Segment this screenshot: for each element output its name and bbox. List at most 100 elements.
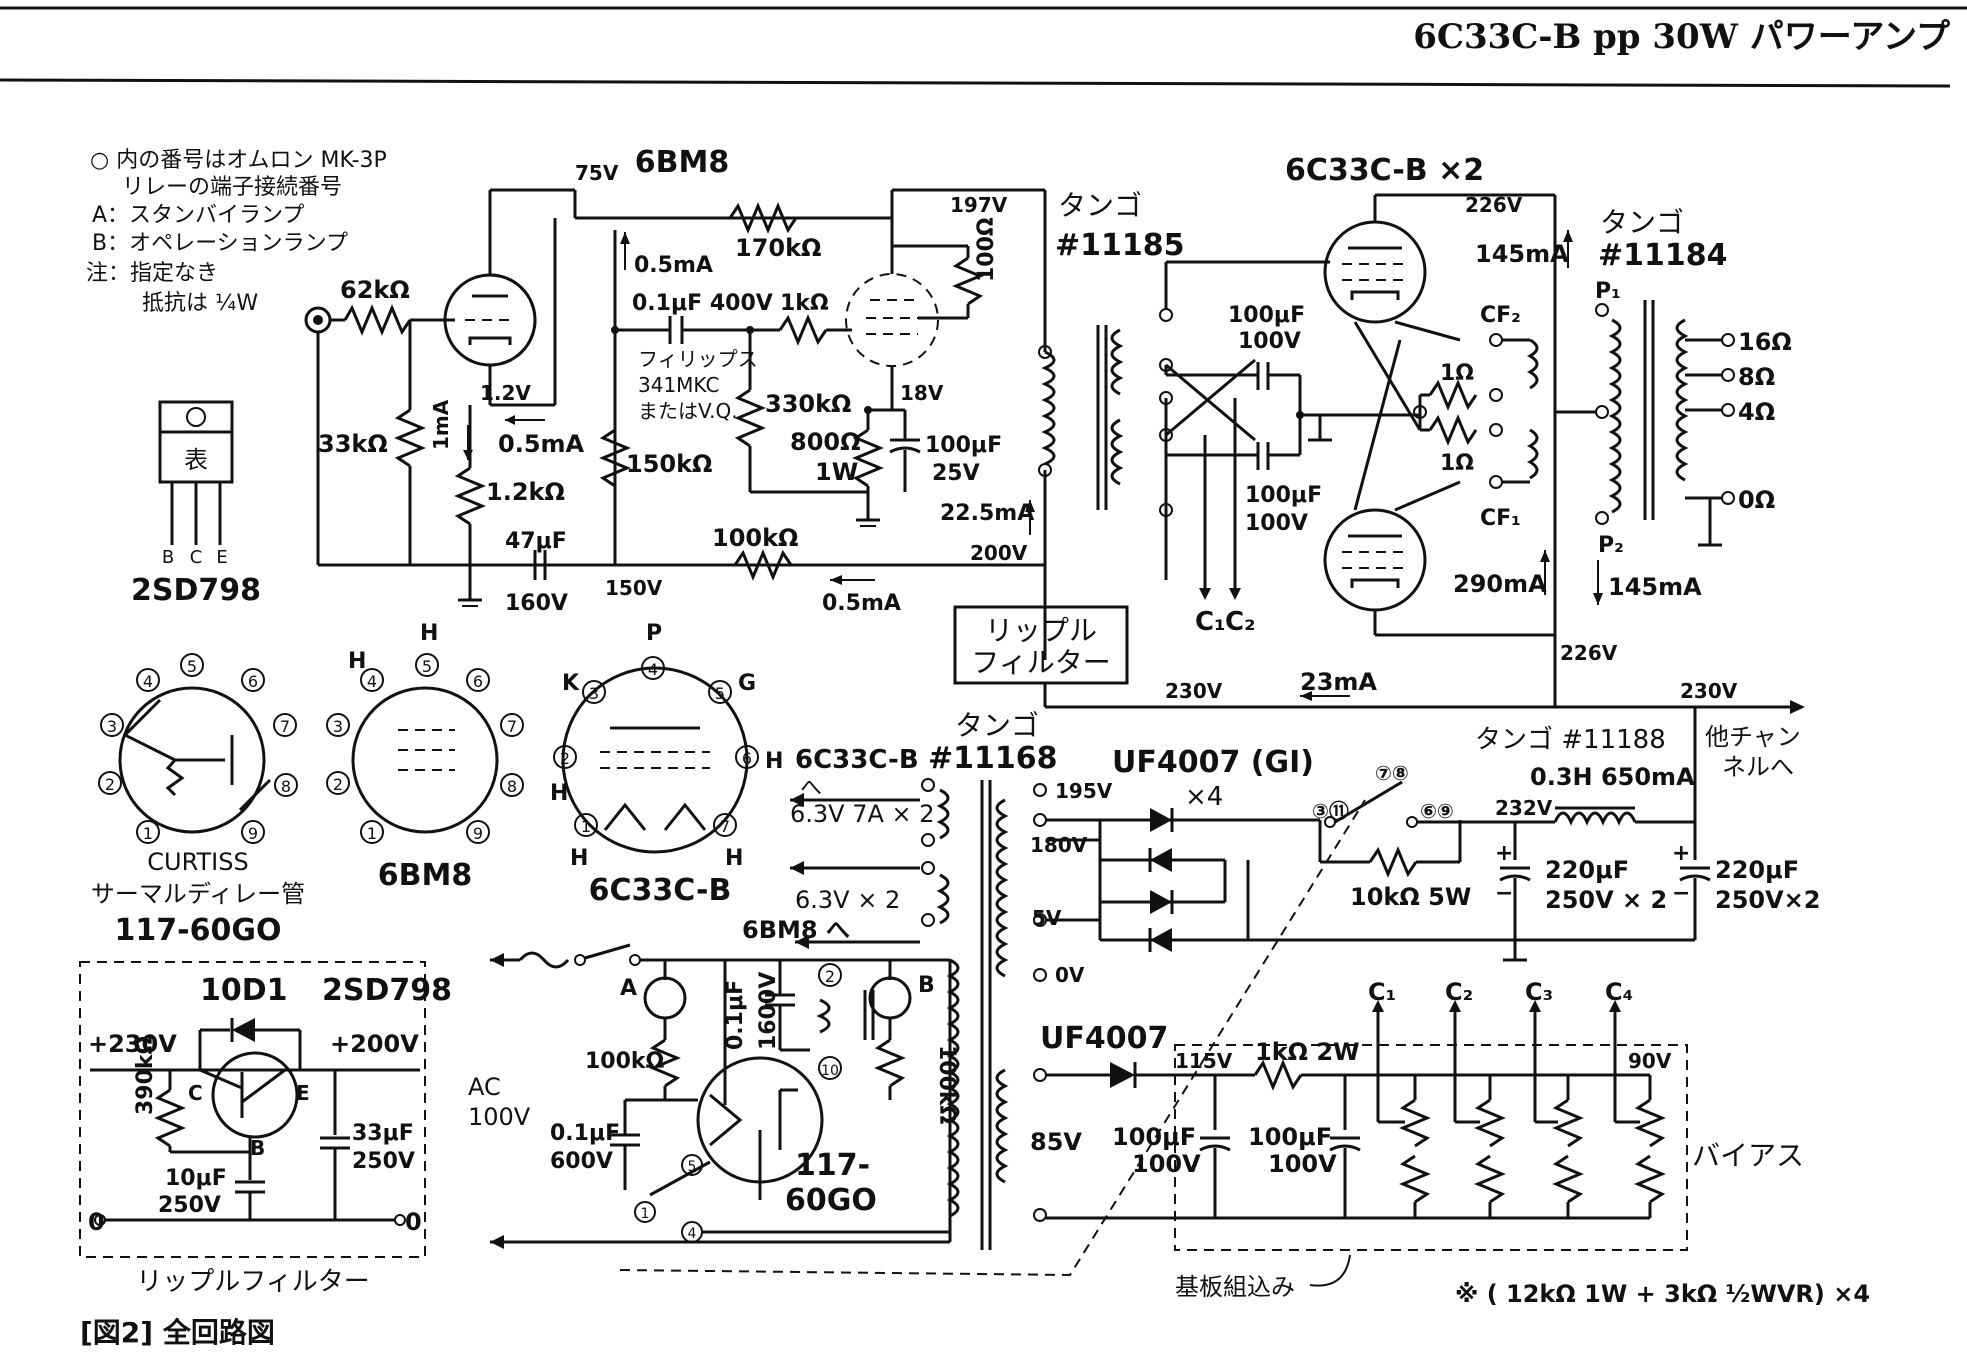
- svg-text:3: 3: [333, 717, 343, 736]
- driver-tube-label: 6BM8: [635, 145, 729, 180]
- label-pin-k: K: [562, 671, 580, 696]
- label-18v: 18V: [900, 381, 944, 405]
- label-vq: またはV.Q.: [638, 399, 738, 423]
- svg-text:4: 4: [143, 672, 153, 691]
- label-1k-2w: 1kΩ 2W: [1255, 1038, 1360, 1066]
- label-10k-5w: 10kΩ 5W: [1350, 883, 1471, 911]
- label-250v-x2-a: 250V × 2: [1545, 886, 1667, 914]
- bias-supply: UF4007 115V 1kΩ 2W 90V 100μF 100V 100μF …: [1040, 978, 1870, 1308]
- driver-stage: 170kΩ 0.5mA 0.1μF 400V フィリップス 341MKC または…: [505, 188, 1047, 616]
- svg-text:2: 2: [105, 775, 115, 794]
- bias-pot-1[interactable]: [1399, 1098, 1431, 1148]
- relay-contact[interactable]: [1334, 780, 1403, 824]
- delay-relay-contact[interactable]: [649, 1160, 711, 1197]
- resistor-100: [952, 256, 984, 306]
- svg-text:9: 9: [473, 824, 483, 843]
- label-100ohm: 100Ω: [974, 217, 999, 282]
- label-100v-a: 100V: [1238, 329, 1301, 354]
- label-150v: 150V: [605, 576, 663, 600]
- label-cf1: CF₁: [1480, 506, 1521, 531]
- label-out-c1: C₁: [1195, 607, 1225, 637]
- ripple-filter-box: [953, 605, 1129, 685]
- svg-text:5: 5: [187, 657, 197, 676]
- label-lamp-b: B: [918, 973, 935, 998]
- label-ripple-filter-title: リップルフィルター: [136, 1267, 369, 1297]
- svg-text:2: 2: [560, 749, 570, 768]
- label-bias-c2: C₂: [1445, 978, 1473, 1006]
- label-tango-11185-a: タンゴ: [1058, 189, 1142, 222]
- resistor-1k: [778, 314, 828, 346]
- label-115v: 115V: [1175, 1049, 1233, 1073]
- svg-text:7: 7: [280, 717, 290, 736]
- label-250v-33u: 250V: [352, 1149, 415, 1174]
- label-150k: 150kΩ: [626, 450, 712, 478]
- label-pin-g: G: [738, 671, 756, 696]
- label-heater-6c33c: 6C33C-B: [795, 745, 919, 775]
- svg-text:5: 5: [422, 657, 432, 676]
- label-pin-h-d: H: [765, 749, 783, 774]
- svg-text:+: +: [1495, 841, 1513, 866]
- power-switch[interactable]: [584, 943, 631, 960]
- resistor-100k-fb: [733, 549, 793, 581]
- label-tango-11168-b: #11168: [928, 741, 1058, 776]
- header-rule: [0, 78, 1951, 88]
- diode-10d1-icon: [232, 1018, 255, 1042]
- label-6p3v-x2: 6.3V × 2: [795, 886, 900, 914]
- svg-text:3: 3: [107, 717, 117, 736]
- label-90v: 90V: [1628, 1049, 1672, 1073]
- label-tango-11168-a: タンゴ: [955, 709, 1039, 742]
- label-choke-0p3h: 0.3H 650mA: [1530, 763, 1695, 791]
- resistor-62k: [343, 304, 412, 336]
- label-100v-d: 100V: [1268, 1150, 1337, 1178]
- svg-text:4: 4: [367, 672, 377, 691]
- resistor-10k-5w: [1368, 846, 1418, 878]
- svg-text:4: 4: [648, 660, 658, 679]
- input-stage: 62kΩ 33kΩ 75V 1.2V 0.5mA 1mA 1.2kΩ: [304, 161, 1045, 607]
- svg-text:2: 2: [333, 775, 343, 794]
- label-out-c2: C₂: [1225, 607, 1255, 637]
- svg-text:1: 1: [143, 824, 153, 843]
- output-tube-lower-icon: [1323, 508, 1427, 612]
- label-2sd798-detail: 2SD798: [322, 973, 452, 1008]
- label-100u: 100μF: [925, 433, 1002, 458]
- label-relay-7-8: ⑦⑧: [1375, 761, 1409, 785]
- svg-text:6: 6: [742, 749, 752, 768]
- label-tr-e: E: [296, 1081, 310, 1105]
- note-line-6: 抵抗は ¼W: [142, 291, 258, 316]
- bplus-supply: UF4007 (GI) ×4 ③⑪ ⑦⑧ ⑥⑨ 10kΩ 5W 232V: [1046, 707, 1820, 962]
- label-plus-200v: +200V: [330, 1030, 419, 1058]
- label-1k2: 1.2kΩ: [486, 478, 565, 506]
- label-pin-h-c: H: [550, 781, 568, 806]
- label-250v-10u: 250V: [158, 1193, 221, 1218]
- svg-text:8: 8: [507, 777, 517, 796]
- label-160v: 160V: [505, 591, 568, 616]
- label-0p1u-a: 0.1μF: [723, 980, 748, 1050]
- bias-pot-4[interactable]: [1634, 1098, 1666, 1148]
- label-4ohm: 4Ω: [1738, 398, 1775, 426]
- label-tr-c: C: [188, 1081, 203, 1105]
- page-title: 6C33C-B pp 30W パワーアンプ: [1413, 17, 1950, 57]
- pinout-6bm8: 4 5 6 3 7 2 8 1 9 H H 6BM8: [326, 621, 524, 893]
- label-bias-c1: C₁: [1368, 978, 1396, 1006]
- label-tango-11184-b: #11184: [1598, 238, 1728, 273]
- svg-text:5: 5: [715, 684, 725, 703]
- label-lamp-a: A: [620, 976, 637, 1001]
- label-197v: 197V: [950, 193, 1008, 217]
- bias-pot-3[interactable]: [1552, 1098, 1584, 1148]
- label-relay-3-11: ③⑪: [1312, 799, 1349, 823]
- note-line-5: 注：指定なき: [86, 261, 218, 286]
- ripple-filter-block: リップル フィルター 230V 23mA 230V 他チャン ネルへ: [953, 605, 1805, 781]
- resistor-100k-a: [649, 1038, 681, 1088]
- svg-text:6: 6: [473, 672, 483, 691]
- label-1w: 1W: [815, 458, 858, 486]
- label-100u-a: 100μF: [1228, 303, 1305, 328]
- label-180v: 180V: [1030, 833, 1088, 857]
- label-85v: 85V: [1030, 1128, 1082, 1156]
- bias-pot-2[interactable]: [1474, 1098, 1506, 1148]
- label-bias-c3: C₃: [1525, 978, 1553, 1006]
- bias-board-outline: [1174, 1044, 1688, 1251]
- label-bias: バイアス: [1692, 1139, 1804, 1172]
- label-800ohm: 800Ω: [790, 428, 861, 456]
- transistor-name: 2SD798: [131, 573, 261, 608]
- standby-lamp-icon: [643, 976, 687, 1020]
